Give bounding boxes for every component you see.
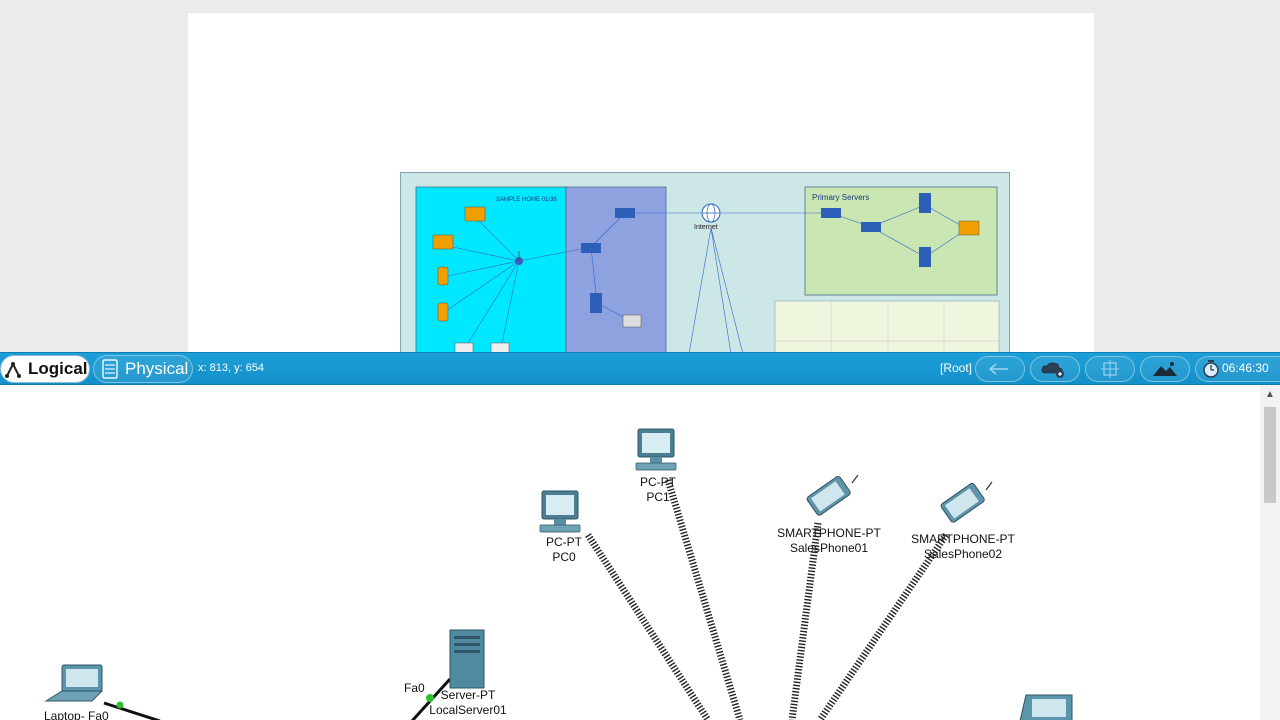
scroll-up-arrow-icon[interactable]: ▲ <box>1265 389 1275 400</box>
background-image-icon <box>1153 362 1177 376</box>
pc-icon <box>635 428 677 471</box>
pc0-type: PC-PT <box>546 535 582 549</box>
salesphone02-label: SMARTPHONE-PT SalesPhone02 <box>908 532 1018 562</box>
back-to-parent-button[interactable] <box>975 356 1025 382</box>
salesphone02-device[interactable] <box>930 480 996 535</box>
localserver01-label: Server-PT LocalServer01 <box>420 688 516 718</box>
laptop-link-status <box>116 701 124 709</box>
server-icon <box>449 629 485 689</box>
salesphone01-label: SMARTPHONE-PT SalesPhone01 <box>774 526 884 556</box>
cluster-cloud-icon <box>1041 362 1064 378</box>
back-icon <box>988 363 1008 375</box>
pc0-label: PC-PT PC0 <box>536 535 592 565</box>
laptop-device[interactable] <box>40 663 108 712</box>
tab-physical-label: Physical <box>125 359 189 378</box>
clock-icon <box>1203 360 1219 378</box>
vertical-scrollbar[interactable]: ▲ <box>1260 385 1280 720</box>
laptop-ethernet-link <box>103 701 161 720</box>
localserver01-device[interactable] <box>448 628 488 695</box>
salesphone01-name: SalesPhone01 <box>789 541 869 555</box>
laptop-icon <box>44 664 104 702</box>
wireless-link-salesphone02 <box>817 533 949 720</box>
rack-icon <box>102 359 118 379</box>
simulation-time: 06:46:30 <box>1222 361 1269 375</box>
logical-workspace[interactable]: PC-PT PC1 PC-PT PC0 SMARTPHONE-PT SalesP… <box>0 385 1280 720</box>
pc-icon <box>539 490 581 533</box>
workspace-toolbar: Logical Physical x: 813, y: 654 [Root] <box>0 352 1280 385</box>
scrollbar-thumb[interactable] <box>1264 407 1276 503</box>
new-cluster-button[interactable] <box>1030 356 1080 382</box>
tab-logical[interactable]: Logical <box>0 355 90 383</box>
wireless-link-salesphone01 <box>788 522 822 720</box>
simulation-clock-button[interactable] <box>1195 356 1280 382</box>
wireless-link-pc0 <box>585 533 711 720</box>
pc1-name: PC1 <box>646 490 670 504</box>
move-icon <box>1101 360 1119 378</box>
router-icon <box>1019 694 1073 720</box>
server-port-label: Fa0 <box>404 681 425 695</box>
salesphone02-name: SalesPhone02 <box>923 547 1003 561</box>
wireless-router-device[interactable] <box>1012 691 1076 720</box>
salesphone02-type: SMARTPHONE-PT <box>911 532 1015 546</box>
logical-icon <box>5 361 21 378</box>
pc1-type: PC-PT <box>640 475 676 489</box>
pc1-label: PC-PT PC1 <box>632 475 684 505</box>
internet-label: Internet <box>694 224 718 231</box>
laptop-label: Laptop- Fa0 <box>44 709 109 720</box>
move-object-button[interactable] <box>1085 356 1135 382</box>
smartphone-icon <box>806 474 859 516</box>
pc0-device[interactable] <box>536 489 586 540</box>
primary-servers-title: Primary Servers <box>812 193 870 202</box>
reference-network-diagram: SAMPLE HOME 01/36 Internet Primary Serve… <box>400 172 1010 352</box>
localserver01-type: Server-PT <box>440 688 496 702</box>
salesphone01-device[interactable] <box>796 473 862 528</box>
localserver01-name: LocalServer01 <box>429 703 507 717</box>
wireless-link-pc1 <box>664 478 744 720</box>
home-zone-title: SAMPLE HOME 01/36 <box>496 197 557 203</box>
server-link-status <box>426 694 434 702</box>
smartphone-icon <box>940 481 993 523</box>
salesphone01-type: SMARTPHONE-PT <box>777 526 881 540</box>
tab-logical-label: Logical <box>28 359 88 378</box>
root-breadcrumb[interactable]: [Root] <box>940 361 973 375</box>
tab-physical[interactable]: Physical <box>93 355 193 383</box>
cursor-coordinates: x: 813, y: 654 <box>198 362 265 374</box>
pc0-name: PC0 <box>552 550 576 564</box>
pc1-device[interactable] <box>632 427 682 478</box>
reference-image-area: SAMPLE HOME 01/36 Internet Primary Serve… <box>0 0 1280 352</box>
set-background-button[interactable] <box>1140 356 1190 382</box>
connection-lines <box>103 478 949 720</box>
